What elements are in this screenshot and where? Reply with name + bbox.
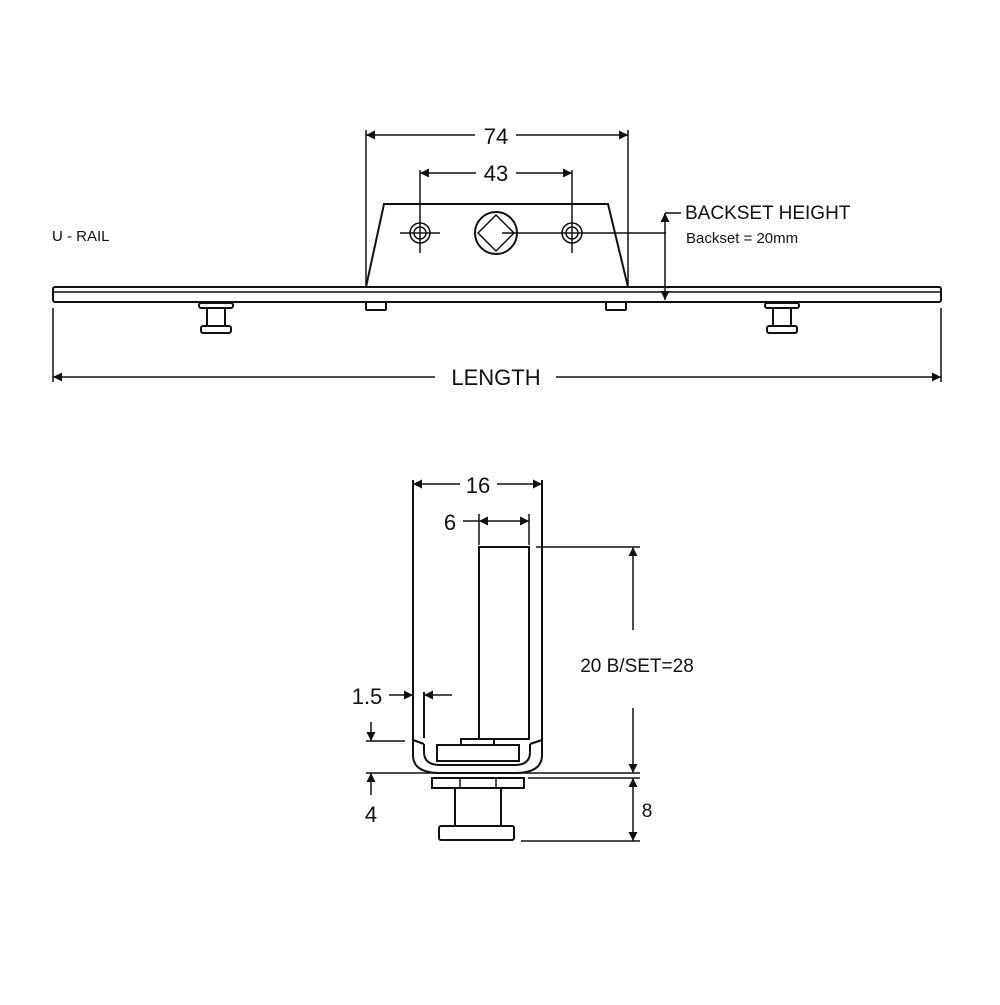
dim-4: 4	[365, 802, 377, 827]
spindle-hole	[474, 211, 666, 255]
lock-case	[364, 203, 630, 288]
dim-1-5: 1.5	[352, 684, 383, 709]
stud-head	[438, 825, 515, 841]
dim-43: 43	[484, 161, 508, 186]
screw-hole-left	[400, 170, 440, 253]
dim-8: 8	[642, 801, 653, 822]
dim-6: 6	[444, 510, 456, 535]
stud-right	[764, 302, 800, 334]
section-view: 16 6 1.5 4 20 B/SET=28 8	[352, 473, 694, 842]
length-label: LENGTH	[451, 365, 540, 390]
u-rail-label: U - RAIL	[52, 228, 110, 245]
dim-backset-height: 20 B/SET=28	[580, 656, 694, 677]
backset-note: Backset = 20mm	[686, 230, 798, 247]
dim-16: 16	[466, 473, 490, 498]
backset-height-label: BACKSET HEIGHT	[685, 203, 851, 224]
stud-left	[198, 302, 234, 334]
front-view: U - RAIL 74	[52, 124, 942, 390]
rail-bar	[52, 286, 942, 303]
spindle	[478, 546, 530, 740]
dim-74: 74	[484, 124, 508, 149]
